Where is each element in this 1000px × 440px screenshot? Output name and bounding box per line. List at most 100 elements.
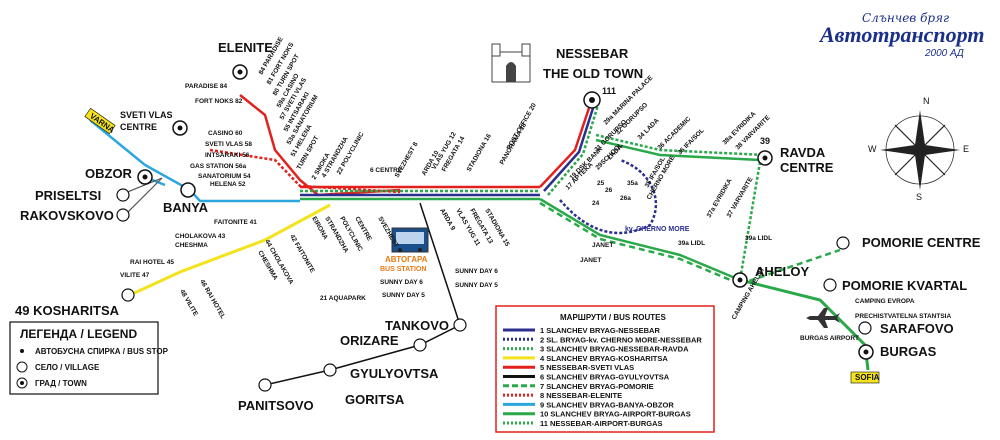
cherno-more-label: kv. CHERNO MORE: [625, 226, 690, 233]
route-label: 10 SLANCHEV BRYAG-AIRPORT-BURGAS: [540, 410, 691, 419]
route-row: 1 SLANCHEV BRYAG-NESSEBAR: [503, 326, 660, 335]
svg-text:CAMPING EVROPA: CAMPING EVROPA: [855, 298, 915, 305]
nessebar-blue: [543, 104, 596, 192]
route-label: 5 NESSEBAR-SVETI VLAS: [540, 363, 634, 372]
svg-text:CHESHMA: CHESHMA: [175, 242, 208, 249]
svg-text:PRECHISTVATELNA STANTSIA: PRECHISTVATELNA STANTSIA: [855, 313, 951, 320]
svg-text:SANATORIUM 54: SANATORIUM 54: [198, 173, 251, 180]
svg-text:VILITE 47: VILITE 47: [120, 272, 150, 279]
airplane-icon: [806, 308, 840, 328]
bus-station-label-bg: АВТОГАРА: [385, 255, 428, 264]
town-pomorie-kvartal: POMORIE KVARTAL: [842, 278, 967, 293]
route-row: 11 NESSEBAR-AIRPORT-BURGAS: [503, 419, 663, 428]
route-5-line: [239, 94, 401, 197]
town-pomorie-centre: POMORIE CENTRE: [862, 235, 981, 250]
svg-text:STADIONA 16: STADIONA 16: [466, 133, 493, 173]
route-label: 11 NESSEBAR-AIRPORT-BURGAS: [540, 419, 663, 428]
compass-icon: N S E W: [868, 96, 969, 202]
route-label: 9 SLANCHEV BRYAG-BANYA-OBZOR: [540, 400, 674, 409]
route-row: 7 SLANCHEV BRYAG-POMORIE: [503, 382, 654, 391]
old-town-icon: [491, 43, 531, 83]
svg-text:39a LIDL: 39a LIDL: [745, 235, 772, 242]
town-ravda: RAVDA: [780, 145, 826, 160]
legend-bus-stop: АВТОБУСНА СПИРКА / BUS STOP: [35, 347, 169, 356]
town-orizare: ORIZARE: [340, 333, 399, 348]
town-obzor: OBZOR: [85, 166, 133, 181]
svg-text:RAI HOTEL 45: RAI HOTEL 45: [130, 259, 174, 266]
svg-text:SUNNY DAY 5: SUNNY DAY 5: [382, 292, 425, 299]
svg-text:S: S: [916, 192, 922, 202]
route-label: 7 SLANCHEV BRYAG-POMORIE: [540, 382, 654, 391]
route-8-line: [209, 148, 401, 194]
town-goritsa: GORITSA: [345, 392, 405, 407]
town-rakovskovo: RAKOVSKOVO: [20, 208, 114, 223]
nessebar-route-number: 111: [602, 86, 616, 96]
route-row: 6 SLANCHEV BRYAG-GYULYOVTSA: [503, 373, 670, 382]
svg-text:BURGAS AIRPORT: BURGAS AIRPORT: [800, 335, 859, 342]
svg-text:INTSARAKI 56: INTSARAKI 56: [205, 152, 250, 159]
svg-text:PARADISE 84: PARADISE 84: [185, 83, 228, 90]
svg-text:35a: 35a: [627, 180, 638, 187]
svg-text:N: N: [923, 96, 930, 106]
town-panitsovo: PANITSOVO: [238, 398, 314, 413]
svg-text:39a LIDL: 39a LIDL: [678, 240, 705, 247]
svg-text:SOFIA: SOFIA: [855, 373, 880, 382]
svg-text:CASINO 60: CASINO 60: [208, 130, 243, 137]
svg-text:E: E: [963, 144, 969, 154]
road-rakovskovo: [124, 177, 163, 216]
svg-text:48 VILITE: 48 VILITE: [178, 289, 199, 318]
town-sveti-vlas-centre: CENTRE: [120, 122, 157, 132]
svg-text:ARDA 9: ARDA 9: [438, 208, 456, 233]
svg-text:Автотранспорт: Автотранспорт: [818, 22, 984, 47]
svg-text:SUNNY DAY 6: SUNNY DAY 6: [455, 268, 498, 275]
svg-text:FAITONITE 41: FAITONITE 41: [214, 219, 257, 226]
svg-text:24: 24: [592, 200, 600, 207]
svg-text:Слънчев бряг: Слънчев бряг: [862, 11, 949, 25]
svg-text:W: W: [868, 144, 877, 154]
route-row: 4 SLANCHEV BRYAG-KOSHARITSA: [503, 354, 668, 363]
svg-text:26a: 26a: [620, 195, 631, 202]
route-label: 2 SL. BRYAG-kv. CHERNO MORE-NESSEBAR: [540, 335, 702, 344]
nessebar-red: [539, 104, 592, 188]
town-banya: BANYA: [163, 200, 209, 215]
legend-title: ЛЕГЕНДА / LEGEND: [20, 327, 137, 341]
svg-text:SUNNY DAY 5: SUNNY DAY 5: [455, 282, 498, 289]
town-elenite: ELENITE: [218, 40, 273, 55]
town-nessebar: NESSEBAR: [556, 46, 629, 61]
town-aheloy: AHELOY: [755, 264, 810, 279]
route-row: 8 NESSEBAR-ELENITE: [503, 391, 622, 400]
legend-village: СЕЛО / VILLAGE: [35, 363, 100, 372]
brand-logo: Слънчев бряг Автотранспорт 2000 АД: [818, 11, 984, 59]
svg-text:SVETI VLAS 58: SVETI VLAS 58: [205, 141, 252, 148]
svg-text:GAS STATION 56a: GAS STATION 56a: [190, 163, 246, 170]
ravda-green: [595, 133, 766, 157]
svg-text:FORT NOKS 82: FORT NOKS 82: [195, 98, 243, 105]
aheloy-green: [539, 197, 741, 282]
bus-station-label-en: BUS STATION: [380, 266, 426, 273]
town-ravda-centre: CENTRE: [780, 160, 834, 175]
town-markers: [116, 64, 874, 392]
route-label: 1 SLANCHEV BRYAG-NESSEBAR: [540, 326, 660, 335]
route-label: 3 SLANCHEV BRYAG-NESSEBAR-RAVDA: [540, 345, 689, 354]
burgas-green: [739, 278, 870, 371]
svg-text:2000 АД: 2000 АД: [924, 48, 964, 59]
nessebar-green: [547, 104, 600, 196]
svg-text:25: 25: [597, 180, 605, 187]
svg-text:42 FAITONITE: 42 FAITONITE: [288, 234, 316, 275]
sofia-tag: SOFIA: [850, 371, 880, 384]
town-kosharitsa: 49 KOSHARITSA: [15, 303, 120, 318]
aheloy-dash: [539, 201, 741, 286]
route-row: 2 SL. BRYAG-kv. CHERNO MORE-NESSEBAR: [503, 335, 702, 344]
route-label: 6 SLANCHEV BRYAG-GYULYOVTSA: [540, 373, 670, 382]
svg-text:46 RAI HOTEL: 46 RAI HOTEL: [198, 279, 226, 321]
town-tankovo: TANKOVO: [385, 318, 449, 333]
route-row: 10 SLANCHEV BRYAG-AIRPORT-BURGAS: [503, 410, 691, 419]
town-priseltsi: PRISELTSI: [35, 188, 101, 203]
routes-title: МАРШРУТИ / BUS ROUTES: [560, 313, 666, 322]
town-nessebar-old: THE OLD TOWN: [543, 66, 643, 81]
bus-station-icon: [391, 227, 429, 253]
route-row: 9 SLANCHEV BRYAG-BANYA-OBZOR: [503, 400, 674, 409]
svg-text:CHOLAKOVA 43: CHOLAKOVA 43: [175, 233, 226, 240]
svg-text:34 LADA: 34 LADA: [636, 117, 660, 141]
